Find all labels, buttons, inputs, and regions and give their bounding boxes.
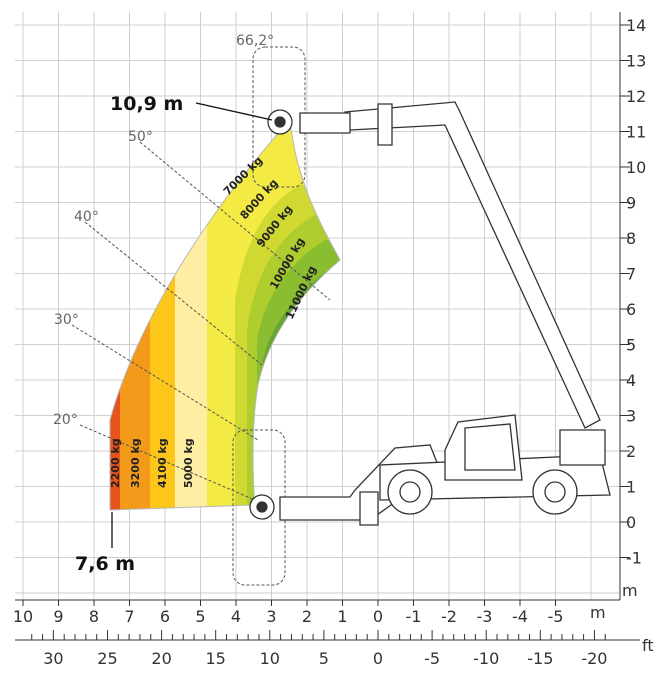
ft-tick-label: 15 xyxy=(206,649,226,668)
height-tick-label: 3 xyxy=(626,407,636,426)
reach-tick-label: 5 xyxy=(195,607,205,626)
ft-tick-label: -5 xyxy=(424,649,440,668)
angle-label-66: 66,2° xyxy=(236,33,274,49)
load-label-3200: 3200 kg xyxy=(129,438,142,488)
height-tick-label: 10 xyxy=(626,158,646,177)
height-unit: m xyxy=(622,581,638,600)
height-tick-label: 12 xyxy=(626,87,646,106)
angle-label-20: 20° xyxy=(53,412,78,428)
angle-label-30: 30° xyxy=(54,312,79,328)
reach-tick-label: 1 xyxy=(337,607,347,626)
cab xyxy=(444,414,523,481)
height-tick-label: 11 xyxy=(626,123,646,142)
axes xyxy=(15,12,640,641)
height-tick-label: 14 xyxy=(626,16,646,35)
load-label-5000: 5000 kg xyxy=(182,438,195,488)
reach-tick-label: 2 xyxy=(302,607,312,626)
reach-tick-label: 6 xyxy=(160,607,170,626)
load-label-2200: 2200 kg xyxy=(109,438,122,488)
angle-line-50 xyxy=(139,141,331,301)
ft-tick-label: 10 xyxy=(260,649,280,668)
raised-boom xyxy=(344,101,601,429)
height-tick-label: 5 xyxy=(626,336,636,355)
height-tick-label: 1 xyxy=(626,478,636,497)
height-tick-label: 6 xyxy=(626,300,636,319)
height-tick-label: 8 xyxy=(626,229,636,248)
ft-tick-label: -15 xyxy=(527,649,553,668)
reach-tick-label: 9 xyxy=(53,607,63,626)
load-label-4100: 4100 kg xyxy=(156,438,169,488)
reach-tick-label: -1 xyxy=(406,607,422,626)
ft-tick-label: 5 xyxy=(319,649,329,668)
reach-tick-label: 10 xyxy=(13,607,33,626)
angle-lines xyxy=(71,141,331,501)
height-tick-label: 7 xyxy=(626,265,636,284)
height-tick-label: 4 xyxy=(626,371,636,390)
height-tick-label: 9 xyxy=(626,194,636,213)
angle-label-50: 50° xyxy=(128,129,153,145)
height-tick-label: 13 xyxy=(626,52,646,71)
max-height-leader xyxy=(195,102,273,121)
telehandler-illustration xyxy=(249,101,611,526)
height-tick-label: -1 xyxy=(626,549,642,568)
upper-boom-zone xyxy=(252,46,306,188)
reach-tick-label: -5 xyxy=(548,607,564,626)
reach-tick-label: -3 xyxy=(477,607,493,626)
max-reach-label: 7,6 m xyxy=(75,553,135,575)
ft-tick-label: -20 xyxy=(581,649,607,668)
ft-tick-label: 30 xyxy=(43,649,63,668)
reach-tick-label: 7 xyxy=(124,607,134,626)
ft-tick-labels: 30 25 20 15 10 5 0 -5 -10 -15 -20 xyxy=(43,649,607,668)
reach-tick-label: -2 xyxy=(441,607,457,626)
angle-line-30 xyxy=(71,324,259,441)
max-height-label: 10,9 m xyxy=(110,93,183,115)
ft-tick-label: 25 xyxy=(97,649,117,668)
reach-tick-label: 0 xyxy=(373,607,383,626)
ft-unit: ft xyxy=(642,636,654,655)
ft-tick-label: -10 xyxy=(473,649,499,668)
ft-tick-label: 0 xyxy=(373,649,383,668)
ft-tick-label: 20 xyxy=(151,649,171,668)
reach-tick-label: -4 xyxy=(512,607,528,626)
height-tick-label: 2 xyxy=(626,442,636,461)
height-tick-label: 0 xyxy=(626,513,636,532)
reach-tick-label: 3 xyxy=(266,607,276,626)
angle-label-40: 40° xyxy=(74,209,99,225)
envelope-outline xyxy=(109,118,341,511)
reach-tick-label: 4 xyxy=(231,607,241,626)
reach-tick-label: 8 xyxy=(89,607,99,626)
angle-line-20 xyxy=(79,424,256,501)
reach-unit: m xyxy=(590,603,606,622)
angle-line-40 xyxy=(84,221,263,366)
